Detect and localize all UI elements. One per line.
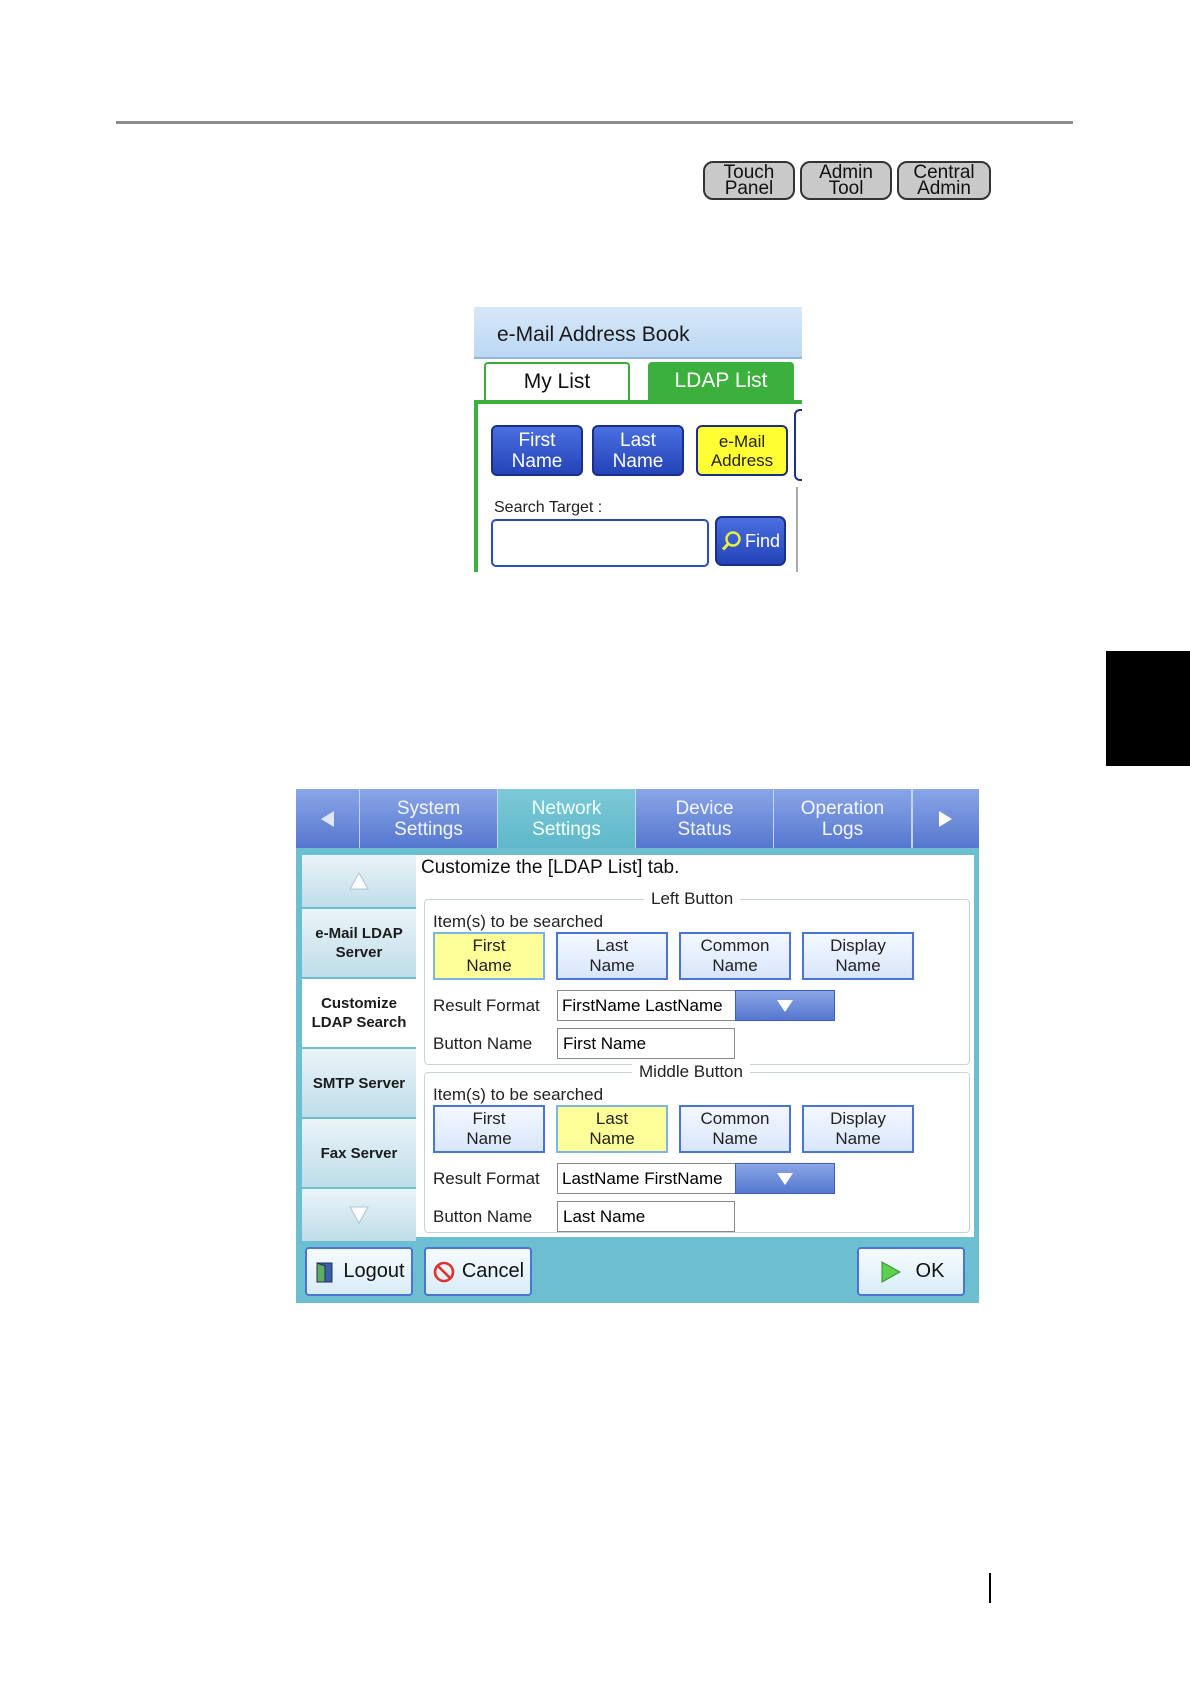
left-button-legend: Left Button — [644, 889, 741, 909]
menu-scroll-up-button[interactable] — [302, 855, 416, 907]
play-arrow-icon — [881, 1260, 901, 1283]
menu-item-customize-ldap-search[interactable]: Customize LDAP Search — [302, 979, 416, 1047]
left-button-group: Left Button Item(s) to be searched First… — [424, 889, 970, 1065]
arrow-down-icon — [349, 1206, 369, 1225]
chevron-down-icon — [777, 1172, 793, 1185]
left-option-common-name[interactable]: Common Name — [679, 932, 791, 980]
tab-my-list[interactable]: My List — [484, 362, 630, 400]
arrow-up-icon — [349, 871, 369, 890]
result-format-label: Result Format — [433, 1169, 540, 1188]
nav-next-button[interactable] — [912, 789, 976, 848]
result-format-value: FirstName LastName — [557, 990, 735, 1021]
result-format-value: LastName FirstName — [557, 1163, 735, 1194]
last-name-button[interactable]: Last Name — [592, 425, 684, 476]
tab-system-settings[interactable]: System Settings — [360, 789, 498, 848]
door-exit-icon — [316, 1261, 333, 1282]
cancel-label: Cancel — [461, 1260, 525, 1282]
interface-badges: Touch Panel Admin Tool Central Admin — [703, 161, 991, 200]
next-button-edge[interactable] — [794, 409, 802, 481]
tab-ldap-list[interactable]: LDAP List — [648, 362, 794, 400]
menu-item-fax-server[interactable]: Fax Server — [302, 1119, 416, 1187]
ok-label: OK — [915, 1260, 945, 1282]
chapter-thumb-tab — [1106, 651, 1190, 766]
result-format-dropdown-button[interactable] — [735, 990, 835, 1021]
find-label: Find — [744, 530, 780, 551]
tab-operation-logs[interactable]: Operation Logs — [774, 789, 912, 848]
menu-item-smtp-server[interactable]: SMTP Server — [302, 1049, 416, 1117]
middle-button-group: Middle Button Item(s) to be searched Fir… — [424, 1062, 970, 1233]
middle-button-name-field[interactable]: Last Name — [557, 1201, 735, 1232]
bottom-action-bar: Logout Cancel OK — [296, 1241, 979, 1303]
address-book-title: e-Mail Address Book — [497, 323, 690, 346]
address-book-header: e-Mail Address Book — [474, 307, 802, 359]
touch-panel-badge: Touch Panel — [703, 161, 795, 200]
search-target-input[interactable] — [491, 519, 709, 567]
middle-option-display-name[interactable]: Display Name — [802, 1105, 914, 1153]
tab-device-status[interactable]: Device Status — [636, 789, 774, 848]
middle-option-first-name[interactable]: First Name — [433, 1105, 545, 1153]
logout-button[interactable]: Logout — [305, 1247, 413, 1296]
middle-result-format-select[interactable]: LastName FirstName — [557, 1163, 835, 1194]
middle-option-last-name[interactable]: Last Name — [556, 1105, 668, 1153]
email-address-book-screenshot: e-Mail Address Book My List LDAP List Fi… — [474, 307, 802, 572]
tab-network-settings[interactable]: Network Settings — [498, 789, 636, 848]
panel-title: Customize the [LDAP List] tab. — [421, 857, 680, 878]
ok-button[interactable]: OK — [857, 1247, 965, 1296]
left-option-last-name[interactable]: Last Name — [556, 932, 668, 980]
arrow-right-icon — [938, 810, 952, 827]
network-settings-screenshot: System Settings Network Settings Device … — [296, 789, 979, 1303]
menu-item-email-ldap-server[interactable]: e-Mail LDAP Server — [302, 909, 416, 977]
find-button[interactable]: Find — [715, 516, 786, 566]
left-option-display-name[interactable]: Display Name — [802, 932, 914, 980]
central-admin-badge: Central Admin — [897, 161, 991, 200]
magnifier-icon — [721, 531, 741, 551]
arrow-left-icon — [320, 810, 334, 827]
left-result-format-select[interactable]: FirstName LastName — [557, 990, 835, 1021]
email-address-button[interactable]: e-Mail Address — [696, 425, 788, 476]
scrollbar-edge[interactable] — [796, 487, 802, 572]
chevron-down-icon — [777, 999, 793, 1012]
button-name-label: Button Name — [433, 1034, 533, 1053]
items-searched-label: Item(s) to be searched — [433, 1085, 604, 1104]
result-format-label: Result Format — [433, 996, 540, 1015]
top-navigation: System Settings Network Settings Device … — [296, 789, 979, 848]
settings-menu: e-Mail LDAP Server Customize LDAP Search… — [302, 855, 416, 1243]
left-button-name-field[interactable]: First Name — [557, 1028, 735, 1059]
nav-prev-button[interactable] — [296, 789, 360, 848]
menu-scroll-down-button[interactable] — [302, 1189, 416, 1241]
logout-label: Logout — [343, 1260, 405, 1282]
cancel-button[interactable]: Cancel — [424, 1247, 532, 1296]
result-format-dropdown-button[interactable] — [735, 1163, 835, 1194]
header-rule — [116, 121, 1073, 124]
ldap-list-panel — [474, 400, 802, 572]
middle-button-legend: Middle Button — [632, 1062, 750, 1082]
admin-tool-badge: Admin Tool — [800, 161, 892, 200]
left-option-first-name[interactable]: First Name — [433, 932, 545, 980]
first-name-button[interactable]: First Name — [491, 425, 583, 476]
search-target-label: Search Target : — [494, 499, 603, 516]
middle-option-common-name[interactable]: Common Name — [679, 1105, 791, 1153]
button-name-label: Button Name — [433, 1207, 533, 1226]
items-searched-label: Item(s) to be searched — [433, 912, 604, 931]
prohibited-icon — [433, 1261, 455, 1282]
customize-panel: Customize the [LDAP List] tab. Left Butt… — [416, 855, 974, 1237]
page-number-rule — [989, 1573, 991, 1603]
